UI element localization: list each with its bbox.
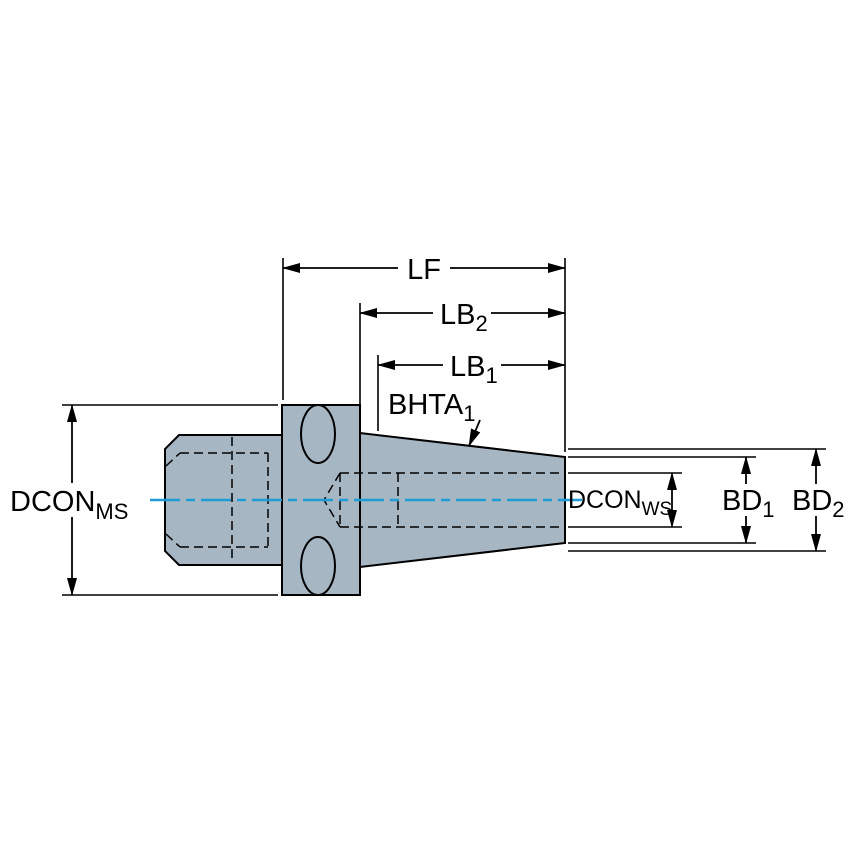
dim-label-bhta1: BHTA1 bbox=[388, 389, 475, 426]
dconms-label-mask bbox=[4, 483, 144, 517]
flange-groove-top bbox=[300, 404, 336, 464]
lb2-label-mask bbox=[433, 296, 491, 329]
lb1-label-mask bbox=[443, 348, 501, 381]
flange-groove-bottom bbox=[300, 536, 336, 596]
lf-label-mask bbox=[398, 251, 450, 284]
dim-label-lb2: LB2 bbox=[440, 299, 488, 336]
shank-bore-chamfer-top bbox=[165, 452, 181, 467]
shank-bore-chamfer-bottom bbox=[165, 533, 181, 548]
dim-label-bd1: BD1 bbox=[722, 485, 775, 522]
dim-label-dcon-ws: DCONWS bbox=[568, 486, 672, 520]
bd1-label-mask bbox=[716, 484, 774, 516]
bd2-label-mask bbox=[786, 484, 846, 516]
dim-label-lf: LF bbox=[407, 254, 441, 286]
dim-label-lb1: LB1 bbox=[450, 351, 498, 388]
dim-label-bd2: BD2 bbox=[792, 485, 845, 522]
dim-label-dcon-ms: DCONMS bbox=[10, 486, 128, 524]
bhta1-leader-arrow bbox=[468, 419, 481, 447]
